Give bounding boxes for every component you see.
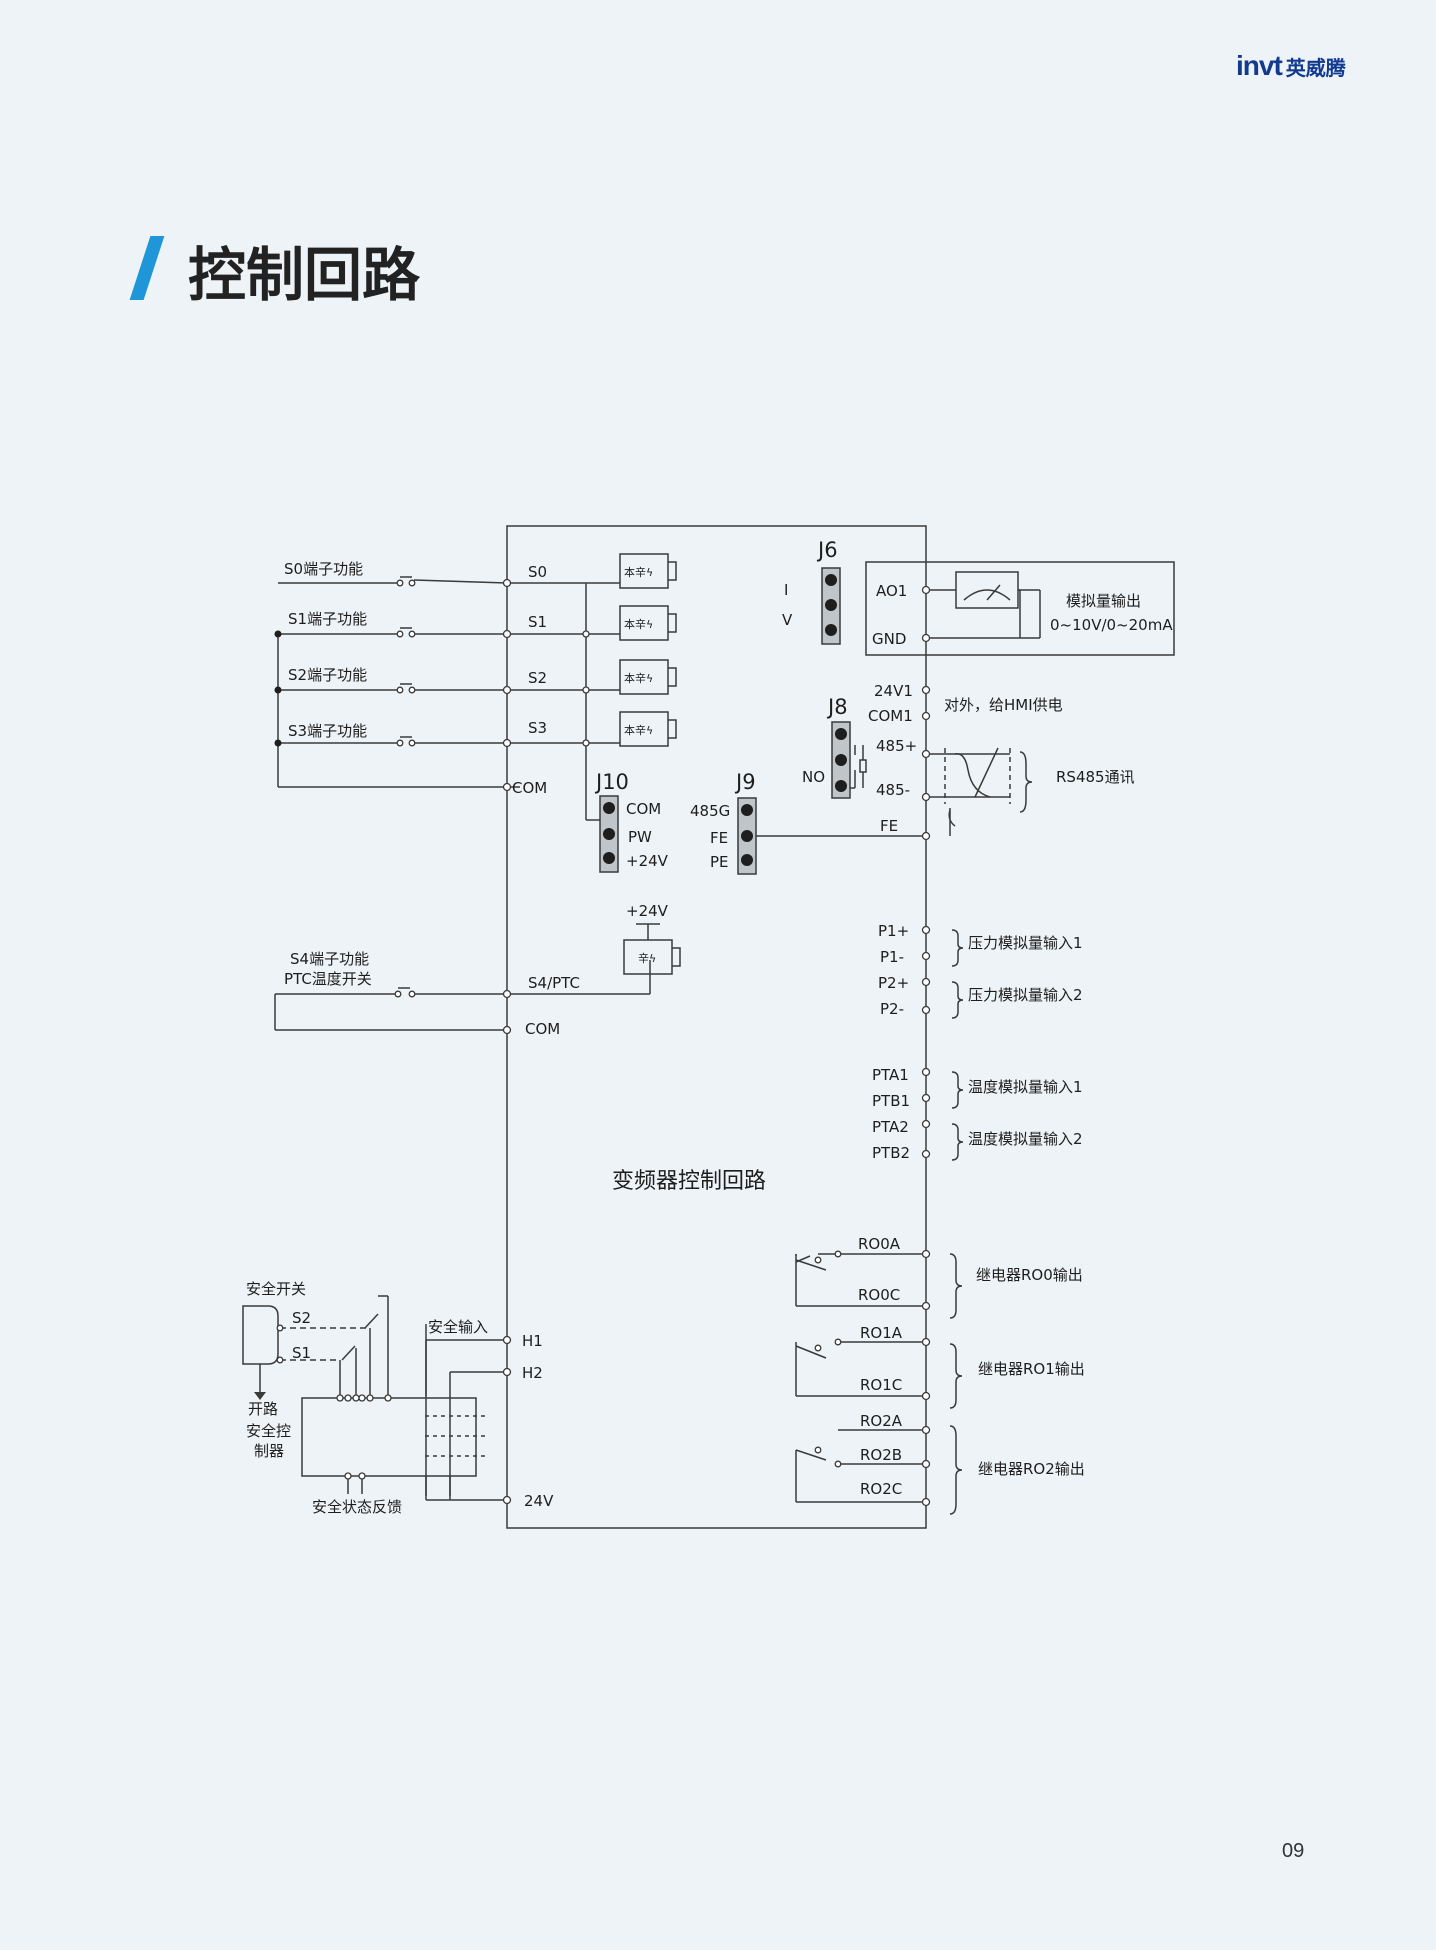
pta1-terminal: PTA1 xyxy=(872,1066,909,1084)
j10-pin-pw: PW xyxy=(628,828,652,846)
pressure-desc-2: 压力模拟量输入2 xyxy=(968,986,1083,1004)
ro0a-terminal: RO0A xyxy=(858,1235,901,1253)
s2-terminal: S2 xyxy=(528,669,547,687)
j9-pin-485g: 485G xyxy=(690,802,730,820)
ro1a-terminal: RO1A xyxy=(860,1324,903,1342)
j8-pin-no: NO xyxy=(802,768,825,786)
s4-com-terminal: COM xyxy=(525,1020,560,1038)
j6-pin-i: I xyxy=(784,581,788,599)
h1-terminal: H1 xyxy=(522,1332,543,1350)
center-label: 变频器控制回路 xyxy=(612,1169,766,1194)
ro0-desc: 继电器RO0输出 xyxy=(976,1266,1083,1284)
pta2-terminal: PTA2 xyxy=(872,1118,909,1136)
logo-cn: 英威腾 xyxy=(1285,56,1346,80)
485n-terminal: 485- xyxy=(876,781,910,799)
24v-terminal: 24V xyxy=(524,1492,554,1510)
p1n-terminal: P1- xyxy=(880,948,904,966)
j9-pin-fe: FE xyxy=(710,829,728,847)
hmi-desc: 对外，给HMI供电 xyxy=(944,696,1063,714)
j10-name: J10 xyxy=(594,770,629,794)
s3-terminal: S3 xyxy=(528,719,547,737)
s1-terminal: S1 xyxy=(528,613,547,631)
open-label: 开路 xyxy=(248,1400,278,1418)
rs485-desc: RS485通讯 xyxy=(1056,768,1135,786)
arrow-down-icon xyxy=(254,1392,266,1400)
s0-label: S0端子功能 xyxy=(284,560,363,578)
p2n-terminal: P2- xyxy=(880,1000,904,1018)
opto-icon-s3: 本辛ϟ xyxy=(624,723,653,737)
j6-pin-v: V xyxy=(782,611,793,629)
com1-terminal: COM1 xyxy=(868,707,913,725)
j8-name: J8 xyxy=(826,695,848,719)
safety-s2-label: S2 xyxy=(292,1309,311,1327)
24v1-terminal: 24V1 xyxy=(874,682,913,700)
j9-name: J9 xyxy=(734,770,756,794)
opto-icon-s4: 辛ϟ xyxy=(638,951,656,965)
ao-desc-1: 模拟量输出 xyxy=(1066,592,1141,610)
s2-label: S2端子功能 xyxy=(288,666,367,684)
ro1-desc: 继电器RO1输出 xyxy=(978,1360,1085,1378)
485p-terminal: 485+ xyxy=(876,737,917,755)
safety-controller-label-1: 安全控 xyxy=(246,1422,291,1440)
temp-desc-1: 温度模拟量输入1 xyxy=(968,1078,1083,1096)
ro2-desc: 继电器RO2输出 xyxy=(978,1460,1085,1478)
fe-terminal: FE xyxy=(880,817,898,835)
j9-pin-pe: PE xyxy=(710,853,729,871)
opto-icon-s1: 本辛ϟ xyxy=(624,617,653,631)
j10-pin-24v: +24V xyxy=(626,852,669,870)
s4-supply-label: +24V xyxy=(626,902,669,920)
opto-icon-s0: 本辛ϟ xyxy=(624,565,653,579)
ao1-terminal: AO1 xyxy=(876,582,907,600)
ptb2-terminal: PTB2 xyxy=(872,1144,910,1162)
safety-feedback-label: 安全状态反馈 xyxy=(312,1498,402,1516)
s4-label: S4端子功能 xyxy=(290,950,369,968)
page-title: 控制回路 xyxy=(188,241,421,309)
ao-desc-2: 0~10V/0~20mA xyxy=(1050,616,1173,634)
safety-controller-label-2: 制器 xyxy=(254,1442,284,1460)
page-number: 09 xyxy=(1282,1840,1305,1862)
p2p-terminal: P2+ xyxy=(878,974,909,992)
com-terminal: COM xyxy=(512,779,547,797)
j6-name: J6 xyxy=(816,538,838,562)
ptc-label: PTC温度开关 xyxy=(284,970,372,988)
h2-terminal: H2 xyxy=(522,1364,543,1382)
j10-pin-com: COM xyxy=(626,800,661,818)
s0-terminal: S0 xyxy=(528,563,547,581)
safety-input-label: 安全输入 xyxy=(428,1318,488,1336)
safety-s1-label: S1 xyxy=(292,1344,311,1362)
ro0c-terminal: RO0C xyxy=(858,1286,900,1304)
s4-terminal: S4/PTC xyxy=(528,974,580,992)
opto-icon-s2: 本辛ϟ xyxy=(624,671,653,685)
ro1c-terminal: RO1C xyxy=(860,1376,902,1394)
ro2b-terminal: RO2B xyxy=(860,1446,902,1464)
safety-switch-label: 安全开关 xyxy=(246,1280,306,1298)
pressure-desc-1: 压力模拟量输入1 xyxy=(968,934,1083,952)
temp-desc-2: 温度模拟量输入2 xyxy=(968,1130,1083,1148)
p1p-terminal: P1+ xyxy=(878,922,909,940)
ro2a-terminal: RO2A xyxy=(860,1412,903,1430)
s3-label: S3端子功能 xyxy=(288,722,367,740)
ro2c-terminal: RO2C xyxy=(860,1480,902,1498)
ptb1-terminal: PTB1 xyxy=(872,1092,910,1110)
logo-latin: invt xyxy=(1236,50,1283,81)
s1-label: S1端子功能 xyxy=(288,610,367,628)
gnd-terminal: GND xyxy=(872,630,906,648)
